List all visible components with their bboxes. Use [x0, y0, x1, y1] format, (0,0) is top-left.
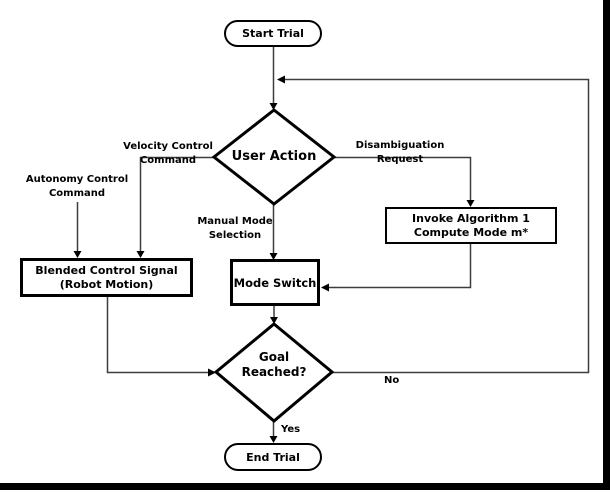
blended-control-line2: (Robot Motion) — [59, 277, 154, 291]
invoke-algorithm-node: Invoke Algorithm 1 Compute Mode m* — [385, 207, 557, 244]
right-frame-bar — [603, 0, 610, 490]
edge-disambiguation-request — [334, 156, 472, 203]
arrow-into-mode-switch-right — [321, 283, 329, 292]
invoke-algorithm-line2: Compute Mode m* — [413, 225, 529, 239]
arrow-into-mode-switch-top — [269, 253, 278, 260]
goal-reached-line1: Goal — [258, 350, 290, 364]
arrow-feedback-into-start-line — [277, 75, 285, 84]
blended-control-node: Blended Control Signal (Robot Motion) — [20, 258, 193, 297]
edge-no-feedback-loop — [284, 78, 590, 374]
bottom-frame-bar — [0, 483, 610, 490]
edge-blended-to-goal — [106, 297, 211, 374]
start-trial-node: Start Trial — [224, 20, 322, 47]
end-trial-label: End Trial — [246, 450, 300, 464]
edge-invoke-to-mode-switch — [326, 244, 472, 289]
arrow-into-user-action — [269, 103, 278, 110]
autonomy-control-label: Autonomy Control Command — [25, 174, 129, 199]
user-action-label: User Action — [231, 149, 317, 164]
arrow-into-end — [269, 436, 278, 443]
start-trial-label: Start Trial — [242, 27, 304, 40]
goal-reached-label: Goal Reached? — [214, 350, 334, 380]
arrow-autonomy-into-blended — [73, 251, 82, 258]
manual-mode-selection-label: Manual Mode Selection — [197, 216, 273, 241]
arrow-into-goal-top — [270, 317, 278, 324]
goal-reached-line2: Reached? — [241, 365, 307, 379]
disambiguation-request-label: Disambiguation Request — [355, 140, 445, 165]
arrow-into-invoke — [466, 200, 475, 207]
user-action-diamond — [211, 108, 337, 206]
arrowheads — [73, 75, 475, 443]
no-label: No — [384, 375, 400, 386]
mode-switch-label: Mode Switch — [233, 275, 317, 290]
goal-reached-diamond — [213, 322, 335, 423]
arrow-velocity-into-blended — [136, 251, 145, 258]
arrow-into-goal-left — [208, 368, 216, 377]
invoke-algorithm-line1: Invoke Algorithm 1 — [412, 211, 530, 225]
end-trial-node: End Trial — [224, 443, 322, 471]
mode-switch-node: Mode Switch — [230, 259, 320, 306]
velocity-control-label: Velocity Control Command — [123, 141, 213, 166]
blended-control-line1: Blended Control Signal — [35, 263, 178, 277]
yes-label: Yes — [281, 424, 301, 435]
edge-velocity-control — [139, 156, 215, 254]
